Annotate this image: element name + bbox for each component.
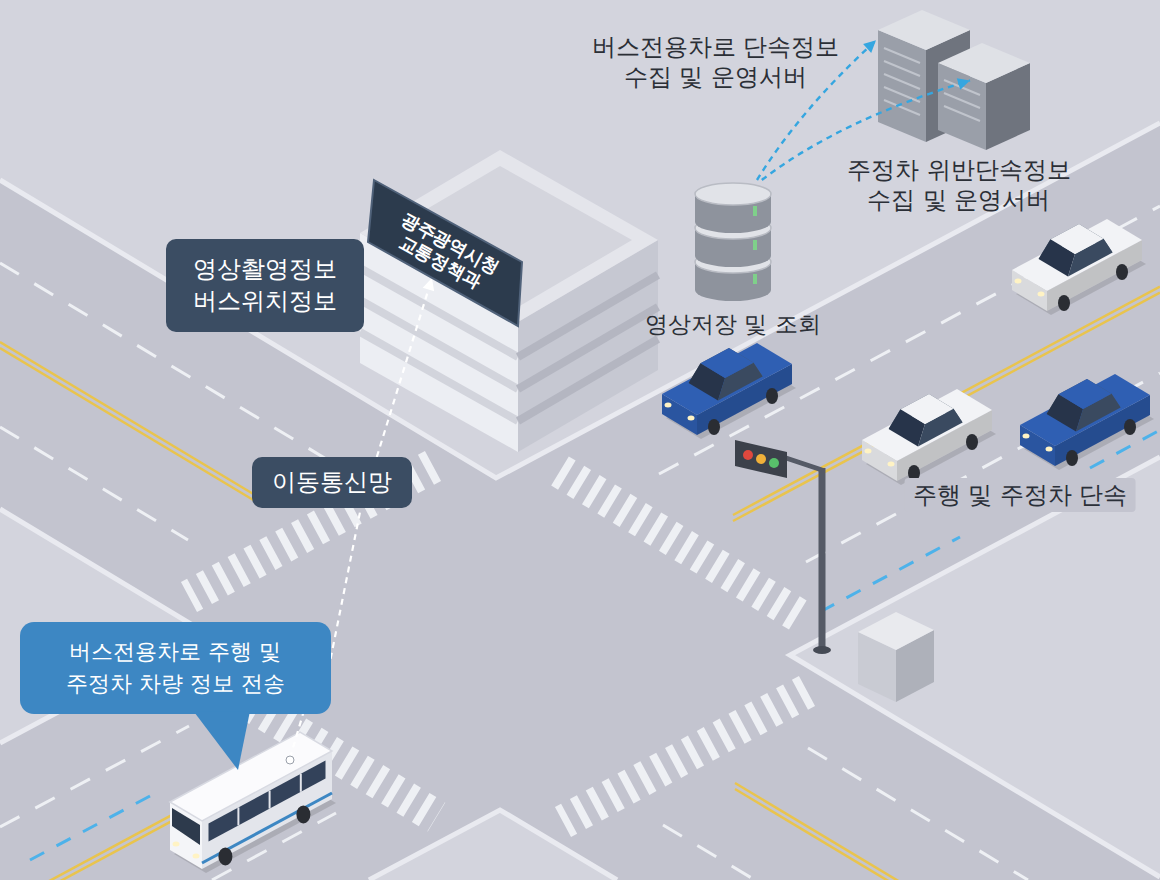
blue-car — [1020, 374, 1154, 470]
label-wrap: 버스전용차로 단속정보 수집 및 운영서버 — [586, 32, 845, 92]
lane-line — [806, 373, 1160, 562]
label-wrap: 영상저장 및 조회 — [645, 310, 821, 339]
db-disc-top — [695, 183, 771, 205]
signal-lamp — [743, 450, 753, 460]
server-node: 버스전용차로 단속정보 수집 및 운영서버 — [876, 10, 972, 142]
crosswalk — [560, 471, 806, 620]
signal-lamp — [756, 454, 766, 464]
db-light — [753, 274, 757, 284]
callout-box: 버스전용차로 주행 및 주정차 차량 정보 전송 — [20, 622, 331, 714]
node-text: 영상촬영정보 버스위치정보 — [186, 253, 344, 318]
server-node: 주정차 위반단속정보 수집 및 운영서버 — [970, 43, 1032, 150]
window-divider — [269, 791, 271, 809]
bus-headlight — [173, 842, 180, 847]
node-text: 주정차 위반단속정보 수집 및 운영서버 — [840, 155, 1078, 215]
city-hall-building — [360, 150, 658, 452]
arrow-head — [423, 278, 434, 291]
white-car — [1012, 219, 1146, 315]
antenna-dot — [286, 756, 294, 764]
node-text: 이동통신망 — [272, 467, 392, 498]
info-box: 영상촬영정보 버스위치정보 — [166, 239, 364, 332]
floor-band — [360, 332, 518, 421]
traffic-light — [735, 440, 831, 654]
building-sign: 광주광역시청 교통정책과 — [368, 178, 524, 328]
server-vent — [884, 61, 920, 76]
city-block — [0, 0, 1160, 478]
connector — [331, 508, 361, 659]
curb — [369, 810, 617, 880]
crosswalk — [563, 691, 807, 822]
window-divider — [237, 807, 239, 825]
server-vent — [884, 100, 920, 115]
arrow-head — [957, 78, 970, 89]
bus-wheel — [296, 805, 310, 823]
server-vent — [884, 87, 920, 102]
network-box: 이동통신망 — [252, 457, 412, 508]
bus-headlight — [193, 854, 200, 859]
control-box — [858, 612, 934, 702]
node-text: 주행 및 주정차 단속 — [913, 480, 1128, 510]
city-block — [790, 457, 1160, 877]
yellow-line — [735, 789, 900, 880]
node-text: 버스전용차로 주행 및 주정차 차량 정보 전송 — [40, 636, 311, 700]
curb — [790, 457, 1160, 877]
connector-line — [377, 278, 432, 457]
free-label: 주행 및 주정차 단속 — [905, 478, 1136, 512]
server-icon — [938, 43, 1030, 150]
signal-pole — [819, 468, 826, 650]
lane-lines — [0, 206, 1160, 880]
floor-band — [518, 339, 658, 421]
node-text: 버스전용차로 단속정보 수집 및 운영서버 — [586, 32, 845, 92]
server-vent — [884, 48, 920, 63]
blue-car — [662, 343, 796, 439]
yellow-line — [735, 783, 900, 880]
db-light — [753, 240, 757, 250]
db-light — [753, 206, 757, 216]
bus-wheel — [218, 847, 232, 865]
bus-lane-line — [820, 537, 960, 612]
white-car — [862, 389, 996, 485]
lane-line — [663, 825, 755, 880]
server-vent — [944, 93, 980, 108]
sign-board — [368, 180, 522, 326]
signal-arm — [786, 458, 822, 470]
callout-tail — [20, 622, 331, 714]
node-text: 영상저장 및 조회 — [645, 310, 821, 339]
city-block — [369, 810, 617, 880]
yellow-line — [0, 348, 260, 504]
database-icon — [695, 183, 771, 301]
server-top — [878, 10, 970, 50]
server-vent — [944, 106, 980, 121]
lane-line — [808, 748, 1028, 880]
database-node: 영상저장 및 조회 — [693, 180, 773, 305]
window-divider — [300, 774, 302, 792]
bus-lane-line — [30, 796, 150, 860]
signal-housing — [735, 440, 787, 478]
server-vent — [884, 74, 920, 89]
label-wrap: 주정차 위반단속정보 수집 및 운영서버 — [840, 155, 1078, 215]
signal-lamp — [769, 458, 779, 468]
server-top — [938, 43, 1030, 83]
bus-lane-marks — [30, 430, 1160, 860]
signal-base — [813, 646, 831, 654]
bus — [170, 732, 336, 873]
connector-line — [331, 508, 361, 659]
box-top — [858, 612, 934, 650]
connector — [377, 278, 434, 457]
arrow-head — [863, 40, 876, 53]
callout-pointer — [194, 712, 250, 770]
lane-line — [0, 726, 189, 827]
yellow-line — [0, 342, 260, 498]
